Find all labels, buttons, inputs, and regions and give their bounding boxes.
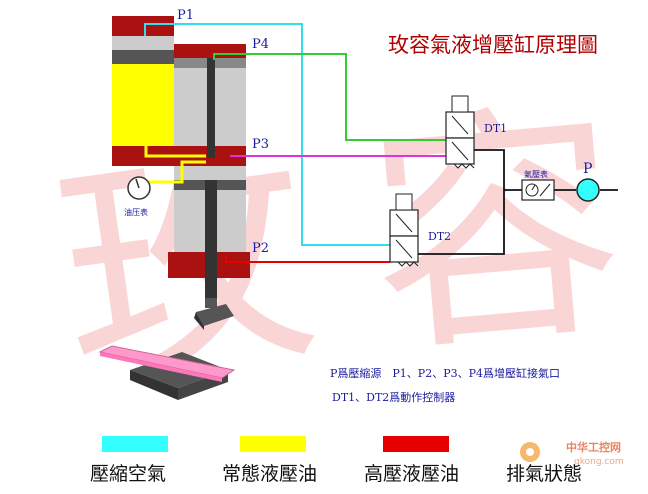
line-p4	[213, 53, 446, 141]
port-p2-label: P2	[252, 241, 269, 256]
plate-front	[100, 352, 222, 382]
valve-dt1: DT1	[445, 95, 507, 169]
supply-manifold	[418, 149, 505, 255]
working-cylinder	[168, 44, 250, 308]
diagram-title: 玫容氣液增壓缸原理圖	[388, 33, 598, 57]
cylinder-bottom-cap	[112, 146, 174, 166]
site-watermark-name: 中华工控网	[566, 440, 621, 454]
legend-label-air: 壓縮空氣	[90, 463, 166, 485]
tool-head-front	[194, 312, 204, 330]
dt1-arrow-2	[451, 141, 469, 161]
cylinder-upper-band	[112, 36, 174, 50]
legend-swatch-oil	[240, 436, 306, 452]
oil-gauge: 油压表	[124, 176, 151, 217]
dt2-label: DT2	[428, 230, 451, 243]
regulator-arrow	[539, 183, 551, 197]
cylinder-dark-band	[112, 50, 174, 64]
oil-gauge-needle	[135, 178, 140, 189]
legend-label-high: 高壓液壓油	[364, 463, 459, 485]
legend: 壓縮空氣 常態液壓油 高壓液壓油 排氣狀態	[90, 436, 586, 485]
site-watermark-url: gkong.com	[574, 457, 624, 467]
line-p1	[144, 23, 390, 246]
booster-cylinder	[112, 16, 174, 166]
oil-chamber	[112, 64, 174, 146]
air-regulator: 氣壓表	[521, 169, 555, 201]
dt2-arrow-2	[395, 239, 413, 259]
rod-end	[205, 298, 217, 308]
valve-dt2: DT2	[389, 193, 451, 267]
dt1-spring	[453, 163, 475, 169]
pressure-source: P	[576, 161, 600, 202]
dt1-arrow-1	[451, 115, 469, 135]
oil-passage-2	[140, 160, 206, 184]
legend-swatch-air	[102, 436, 168, 452]
port-p1-label: P1	[177, 8, 194, 23]
workpiece-plate	[98, 345, 236, 382]
note-line-1: P爲壓縮源 P1、P2、P3、P4爲增壓缸接氣口	[330, 366, 560, 380]
source-label: P	[583, 161, 592, 177]
legend-swatch-high	[383, 436, 449, 452]
site-watermark: 中华工控网 gkong.com	[520, 440, 624, 467]
source-circle	[576, 178, 600, 202]
site-logo-icon-inner	[526, 448, 534, 456]
legend-label-oil: 常態液壓油	[222, 463, 317, 485]
work-top-cap	[174, 44, 246, 58]
air-gauge-label: 氣壓表	[524, 169, 548, 179]
piston-rod-upper	[207, 58, 215, 158]
port-p4-label: P4	[252, 37, 269, 52]
note-line-2: DT1、DT2爲動作控制器	[332, 390, 455, 404]
cylinder-top-cap	[112, 16, 174, 36]
work-mid-band	[174, 166, 246, 180]
oil-passage-1	[144, 146, 206, 158]
piston-rod-lower	[205, 180, 217, 298]
port-p3-label: P3	[252, 137, 269, 152]
tool-head	[196, 304, 234, 326]
line-p2	[225, 256, 390, 263]
dt2-spring	[397, 261, 419, 267]
dt1-solenoid	[451, 95, 469, 113]
legend-label-exhaust: 排氣狀態	[506, 463, 582, 485]
press-tool	[194, 304, 234, 330]
air-gauge-needle	[531, 184, 536, 191]
base-front	[130, 370, 178, 400]
oil-gauge-label: 油压表	[124, 207, 148, 217]
dt2-solenoid	[395, 193, 413, 211]
dt2-arrow-1	[395, 213, 413, 233]
dt1-label: DT1	[484, 122, 507, 135]
